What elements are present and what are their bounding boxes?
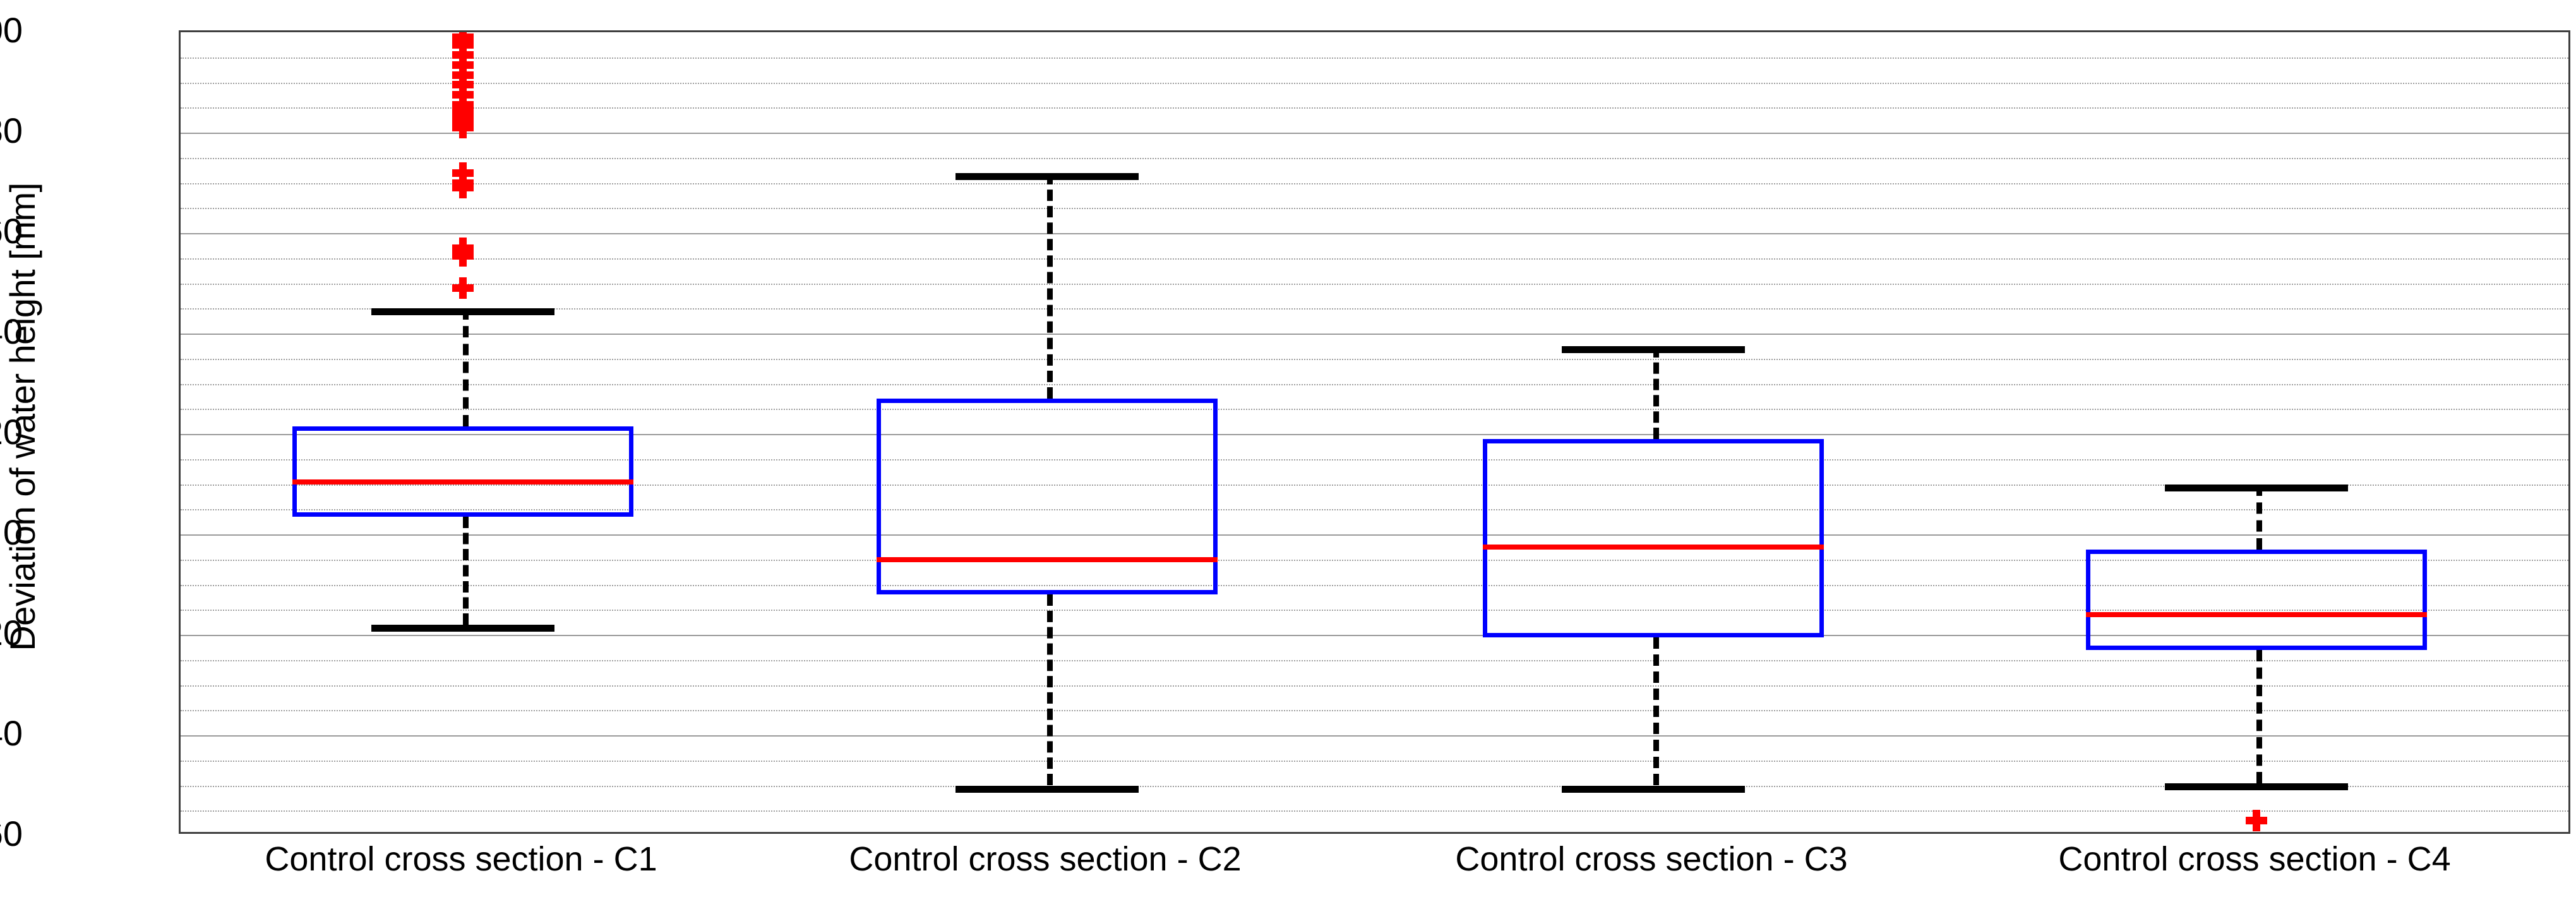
- median-line: [1483, 544, 1824, 550]
- lower-whisker-cap: [371, 625, 554, 632]
- x-category-label-c3: Control cross section - C3: [1455, 840, 1848, 878]
- y-tick-label-80: 80: [0, 111, 23, 150]
- upper-whisker: [1653, 346, 1659, 439]
- upper-whisker: [1047, 172, 1053, 399]
- y-tick-label-60: 60: [0, 211, 23, 251]
- upper-whisker-cap: [956, 172, 1139, 180]
- upper-whisker-cap: [1562, 346, 1745, 353]
- boxplot-group: [181, 32, 2568, 832]
- x-category-label-c4: Control cross section - C4: [2058, 840, 2451, 878]
- y-tick-label-neg20: −20: [0, 613, 23, 653]
- y-tick-label-20: 20: [0, 412, 23, 452]
- lower-whisker-cap: [956, 785, 1139, 793]
- y-tick-label-100: 100: [0, 10, 23, 50]
- box-iqr: [877, 399, 1218, 595]
- outlier-marker: [452, 244, 474, 267]
- outlier-marker: [452, 177, 474, 199]
- lower-whisker: [1653, 637, 1659, 786]
- y-tick-label-40: 40: [0, 311, 23, 351]
- outlier-marker: [2246, 810, 2267, 832]
- lower-whisker: [1047, 594, 1053, 786]
- y-tick-label-neg40: −40: [0, 713, 23, 753]
- median-line: [877, 557, 1218, 562]
- median-line: [292, 479, 633, 485]
- outlier-marker: [452, 277, 474, 299]
- median-line: [2086, 612, 2427, 618]
- box-iqr: [292, 426, 633, 517]
- upper-whisker-cap: [371, 308, 554, 316]
- upper-whisker-cap: [2165, 484, 2348, 491]
- box-iqr: [1483, 438, 1824, 637]
- boxplot-group: [181, 32, 2568, 832]
- upper-whisker: [2256, 484, 2262, 550]
- x-category-label-c2: Control cross section - C2: [849, 840, 1242, 878]
- boxplot-group: [181, 32, 2568, 832]
- lower-whisker-cap: [2165, 783, 2348, 790]
- y-tick-label-0: 0: [3, 512, 23, 552]
- upper-whisker: [463, 308, 469, 427]
- lower-whisker: [2256, 649, 2262, 783]
- y-tick-label-neg60: −60: [0, 814, 23, 853]
- plot-area: [179, 30, 2570, 834]
- box-iqr: [2086, 549, 2427, 650]
- outlier-marker: [452, 117, 474, 139]
- lower-whisker-cap: [1562, 785, 1745, 793]
- x-category-label-c1: Control cross section - C1: [265, 840, 657, 878]
- lower-whisker: [463, 517, 469, 625]
- boxplot-group: [181, 32, 2568, 832]
